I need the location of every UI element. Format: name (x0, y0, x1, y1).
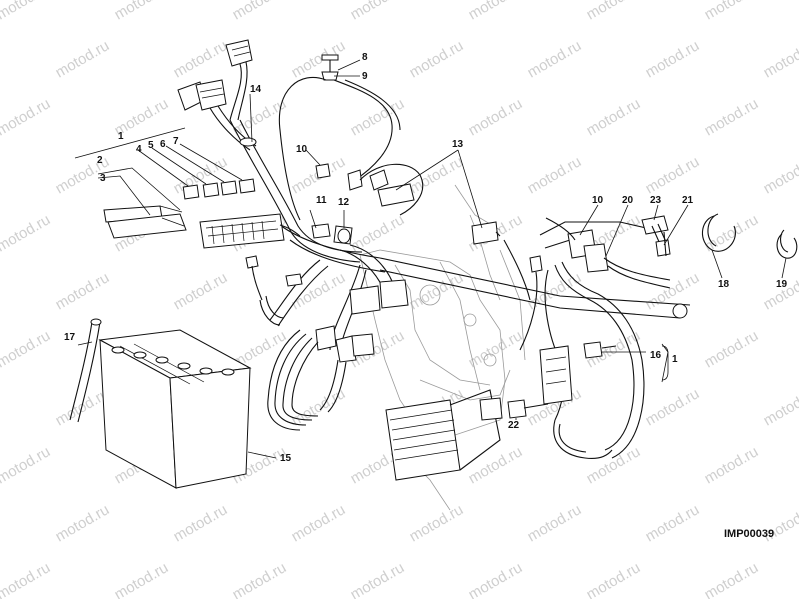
watermark-text: motod.ru (702, 95, 762, 139)
watermark-text: motod.ru (53, 37, 113, 81)
watermark-text: motod.ru (466, 327, 526, 371)
watermark-text: motod.ru (584, 95, 644, 139)
watermark-text: motod.ru (643, 37, 703, 81)
watermark-text: motod.ru (407, 153, 467, 197)
watermark-text: motod.ru (289, 37, 349, 81)
watermark-text: motod.ru (348, 95, 408, 139)
watermark-text: motod.ru (702, 0, 762, 23)
watermark-text: motod.ru (761, 269, 799, 313)
callout: 10 (296, 144, 308, 155)
watermark-text: motod.ru (584, 0, 644, 23)
watermark-text: motod.ru (702, 327, 762, 371)
callout: 18 (718, 279, 730, 290)
watermark-text: motod.ru (761, 37, 799, 81)
fuse-box-assembly (103, 178, 301, 249)
regulator (385, 389, 503, 481)
connectors-11-12 (311, 223, 353, 245)
callout: 6 (160, 139, 166, 150)
watermark-text: motod.ru (525, 153, 585, 197)
watermark-text: motod.ru (761, 385, 799, 429)
callout: 3 (100, 173, 106, 184)
frame-structure (359, 184, 526, 511)
watermark-text: motod.ru (112, 0, 172, 23)
callout: 19 (776, 279, 788, 290)
callout-labels: 1 2 3 4 5 6 7 8 9 10 11 12 13 14 10 20 2… (64, 52, 788, 464)
callout: 8 (362, 52, 368, 63)
watermark-text: motod.ru (466, 443, 526, 487)
callout: 15 (280, 453, 292, 464)
watermark-text: motod.ru (643, 385, 703, 429)
watermark-text: motod.ru (348, 211, 408, 255)
callout: 23 (650, 195, 662, 206)
callout: 9 (362, 71, 368, 82)
bracket-16 (661, 345, 669, 381)
callout: 5 (148, 140, 154, 151)
watermark-text: motod.ru (702, 443, 762, 487)
watermark-text: motod.ru (171, 269, 231, 313)
watermark-text: motod.ru (230, 559, 290, 599)
callout: 20 (622, 195, 634, 206)
callout: 1 (118, 131, 124, 142)
watermark-text: motod.ru (584, 443, 644, 487)
callout: 10 (592, 195, 604, 206)
watermark-text: motod.ru (466, 95, 526, 139)
watermark-text: motod.ru (53, 269, 113, 313)
watermark-text: motod.ru (407, 501, 467, 545)
watermark-text: motod.ru (289, 501, 349, 545)
watermark-text: motod.ru (702, 559, 762, 599)
callout: 17 (64, 332, 76, 343)
callout: 14 (250, 84, 262, 95)
watermark-text: motod.ru (171, 153, 231, 197)
watermark-text: motod.ru (407, 269, 467, 313)
right-harness (471, 215, 671, 459)
watermark-text: motod.ru (53, 501, 113, 545)
callout: 1 (672, 354, 678, 365)
watermark-text: motod.ru (0, 211, 53, 255)
watermark-text: motod.ru (171, 37, 231, 81)
watermark-text: motod.ru (0, 559, 53, 599)
watermark-text: motod.ru (643, 269, 703, 313)
frame-tube (379, 221, 691, 319)
watermark-text: motod.ru (348, 0, 408, 23)
watermark-text: motod.ru (525, 37, 585, 81)
watermark-text: motod.ru (407, 37, 467, 81)
top-connector-group (177, 39, 257, 151)
callout: 13 (452, 139, 464, 150)
watermark-text: motod.ru (584, 559, 644, 599)
callout: 22 (508, 420, 520, 431)
watermark-text: motod.ru (0, 443, 53, 487)
callout: 21 (682, 195, 694, 206)
watermark-text: motod.ru (0, 0, 53, 23)
battery (69, 318, 252, 489)
callout: 7 (173, 136, 179, 147)
watermark-text: motod.ru (348, 559, 408, 599)
watermark-text: motod.ru (466, 559, 526, 599)
callout: 16 (650, 350, 662, 361)
callout: 2 (97, 155, 103, 166)
watermark-text: motod.ru (171, 501, 231, 545)
battery-cable (278, 54, 424, 221)
callout: 4 (136, 144, 142, 155)
watermark-text: motod.ru (0, 327, 53, 371)
callout: 11 (316, 195, 327, 206)
watermark-text: motod.ru (643, 501, 703, 545)
watermark-text: motod.ru (466, 0, 526, 23)
watermark-text: motod.ru (761, 153, 799, 197)
watermark-text: motod.ru (230, 0, 290, 23)
watermark-text: motod.ru (112, 559, 172, 599)
diagram-code: IMP00039 (724, 528, 774, 540)
watermark-text: motod.ru (0, 95, 53, 139)
watermark-text: motod.ru (525, 501, 585, 545)
watermark-text: motod.ru (643, 153, 703, 197)
relay-cluster (245, 255, 409, 431)
callout: 12 (338, 197, 350, 208)
